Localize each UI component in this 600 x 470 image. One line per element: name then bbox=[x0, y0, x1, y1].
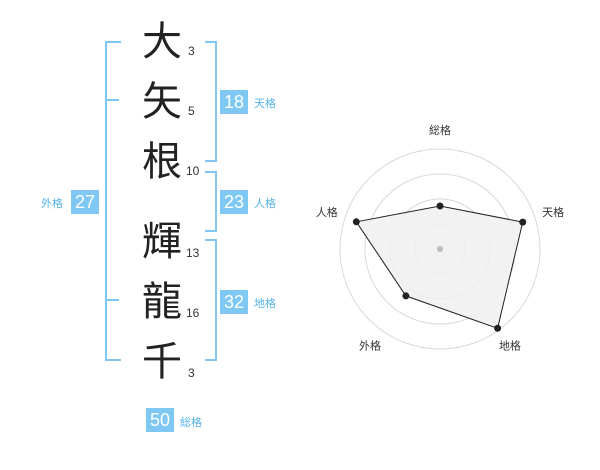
radar-axis-label-2: 天格 bbox=[542, 205, 564, 219]
name-char-1: 大 bbox=[142, 19, 182, 65]
radar-point-1 bbox=[436, 202, 444, 210]
gaikaku-bracket bbox=[105, 41, 121, 361]
tenkaku-value-badge: 18 bbox=[220, 90, 248, 114]
tenkaku-bracket bbox=[205, 41, 217, 162]
jinkaku-value-badge: 23 bbox=[220, 190, 248, 214]
radar-grid-ring bbox=[339, 148, 541, 350]
stroke-count-6: 3 bbox=[188, 366, 195, 380]
chikaku-bracket bbox=[205, 239, 217, 361]
stroke-count-1: 3 bbox=[188, 44, 195, 58]
gaikaku-value-badge: 27 bbox=[71, 190, 99, 214]
chikaku-label: 地格 bbox=[254, 297, 276, 310]
radar-series-polygon bbox=[355, 205, 524, 329]
name-char-6: 千 bbox=[142, 339, 182, 385]
chikaku-value-badge: 32 bbox=[220, 290, 248, 314]
soukaku-value-badge: 50 bbox=[146, 408, 174, 432]
radar-point-3 bbox=[494, 324, 502, 332]
radar-point-5 bbox=[352, 218, 360, 226]
gaikaku-label: 外格 bbox=[41, 197, 63, 210]
stroke-count-4: 13 bbox=[186, 246, 200, 260]
bracket-tick bbox=[107, 299, 119, 301]
radar-axis-label-1: 総格 bbox=[429, 123, 451, 137]
bracket-tick bbox=[107, 99, 119, 101]
radar-axis-label-5: 人格 bbox=[316, 205, 338, 219]
name-char-3: 根 bbox=[142, 139, 182, 185]
tenkaku-label: 天格 bbox=[254, 97, 276, 110]
soukaku-label: 総格 bbox=[180, 416, 202, 429]
jinkaku-bracket bbox=[205, 171, 217, 232]
radar-center-dot bbox=[437, 246, 443, 252]
radar-axis-label-4: 外格 bbox=[359, 338, 381, 352]
stroke-count-5: 16 bbox=[186, 306, 200, 320]
radar-point-2 bbox=[519, 218, 527, 226]
jinkaku-label: 人格 bbox=[254, 197, 276, 210]
name-char-5: 龍 bbox=[142, 279, 182, 325]
radar-point-4 bbox=[402, 292, 410, 300]
radar-axis-label-3: 地格 bbox=[499, 338, 521, 352]
name-char-4: 輝 bbox=[142, 219, 182, 265]
stroke-count-3: 10 bbox=[186, 164, 200, 178]
stroke-count-2: 5 bbox=[188, 104, 195, 118]
name-char-2: 矢 bbox=[142, 79, 182, 125]
